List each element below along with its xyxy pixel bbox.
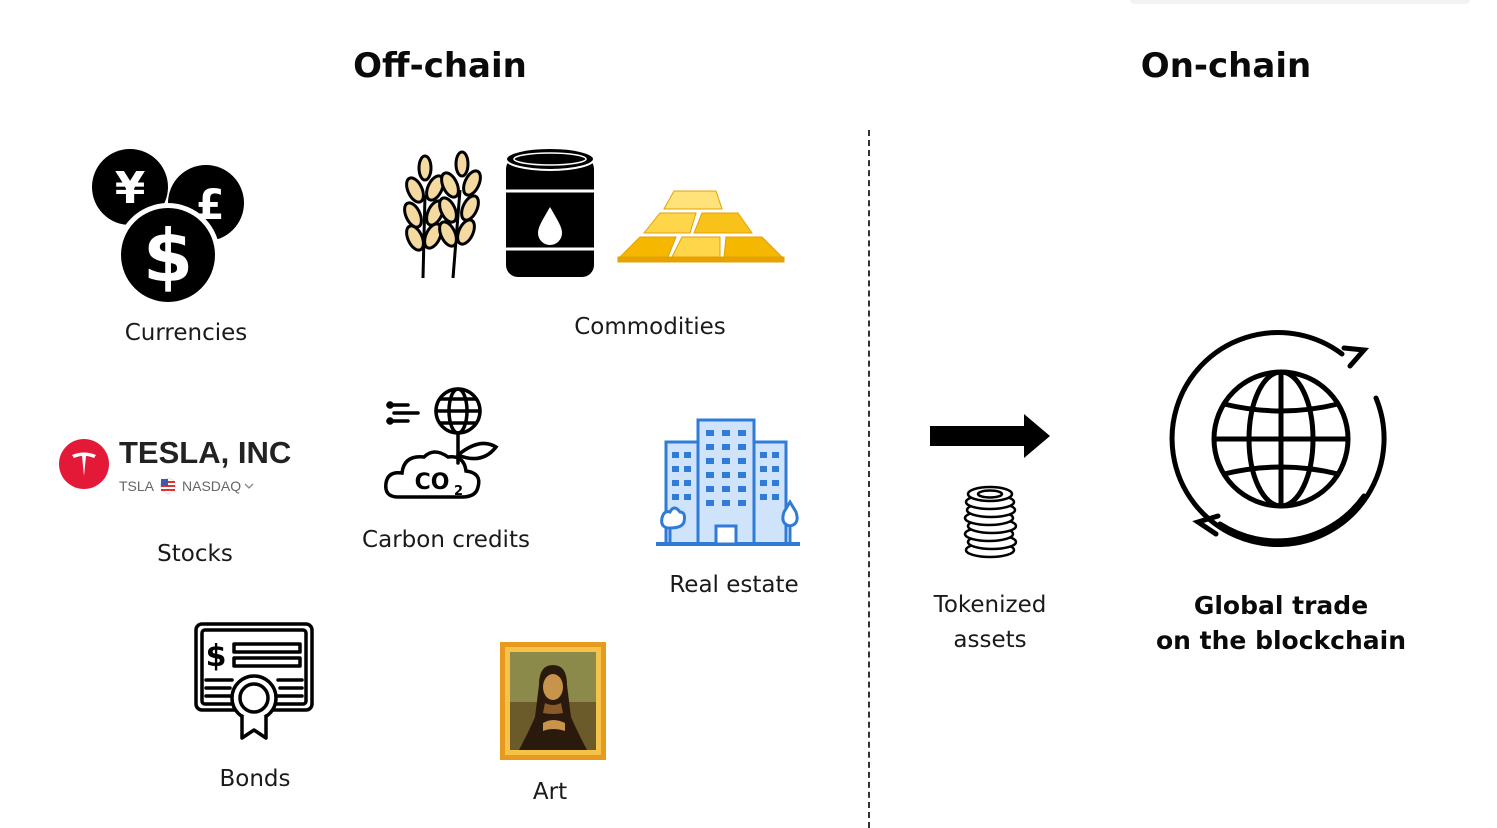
stocks-label: Stocks	[157, 541, 233, 567]
off-chain-heading: Off-chain	[353, 46, 527, 86]
art-label: Art	[532, 779, 568, 805]
gold-bars-icon	[617, 190, 785, 263]
section-divider	[868, 130, 870, 828]
wheat-icon	[403, 150, 482, 279]
on-chain-heading: On-chain	[1140, 46, 1312, 86]
top-edge-shadow	[1130, 0, 1470, 4]
svg-text:CO: CO	[415, 470, 450, 495]
dollar-symbol: $	[206, 639, 227, 674]
currencies-label: Currencies	[124, 320, 248, 346]
chevron-down-icon	[244, 483, 254, 489]
right-arrow-icon	[930, 414, 1050, 458]
carbon-credits-label: Carbon credits	[362, 527, 530, 553]
tokenized-label-line1: Tokenized	[933, 592, 1047, 618]
stock-ticker: TSLA	[119, 478, 155, 494]
bond-certificate-icon: $	[194, 622, 314, 740]
globe-cycle-icon	[1169, 330, 1387, 547]
stock-exchange: NASDAQ	[182, 478, 242, 494]
building-icon	[656, 418, 800, 546]
co2-globe-icon: CO 2	[384, 387, 499, 499]
tokenized-label-line2: assets	[953, 627, 1027, 653]
company-name: TESLA, INC	[119, 435, 292, 470]
currency-coins-icon: ¥ £ $	[92, 149, 244, 307]
us-flag-icon	[160, 478, 176, 494]
global-label-line1: Global trade	[1193, 591, 1369, 620]
oil-barrel-icon	[505, 147, 595, 277]
svg-text:2: 2	[454, 484, 463, 499]
coin-stack-icon	[963, 485, 1018, 559]
framed-painting-icon	[500, 642, 606, 760]
commodities-label: Commodities	[574, 314, 726, 340]
svg-text:$: $	[143, 214, 193, 298]
global-label-line2: on the blockchain	[1155, 626, 1407, 655]
bonds-label: Bonds	[219, 766, 291, 792]
real-estate-label: Real estate	[669, 572, 799, 598]
svg-text:¥: ¥	[115, 163, 146, 214]
tesla-logo-icon	[59, 439, 109, 489]
